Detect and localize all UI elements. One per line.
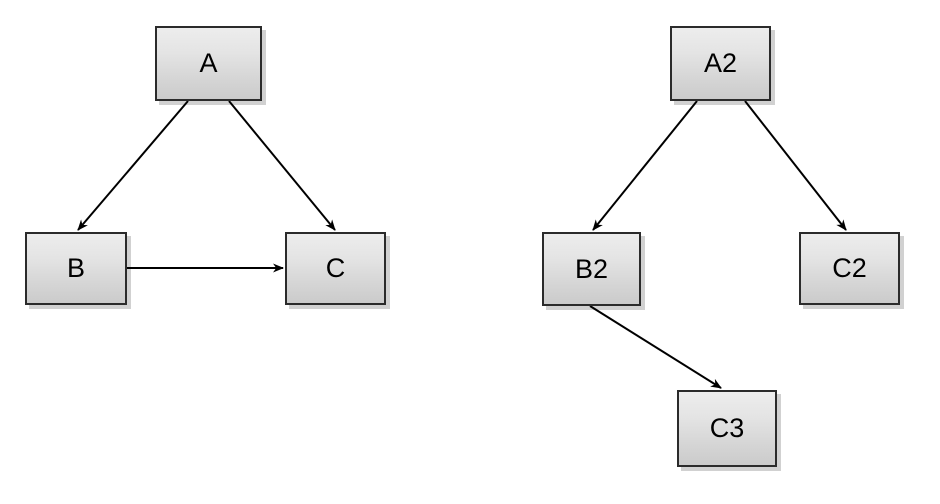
node-a[interactable]: A [155, 26, 262, 101]
node-label-c3: C3 [709, 413, 745, 443]
node-label-c2: C2 [832, 253, 867, 283]
edge-a-to-b[interactable] [77, 100, 189, 231]
node-label-a: A [199, 48, 218, 78]
edge-group [77, 100, 847, 389]
node-b2[interactable]: B2 [542, 232, 641, 306]
edge-a2-to-b2[interactable] [592, 100, 698, 231]
node-label-a2: A2 [703, 48, 738, 78]
edge-a2-to-c2[interactable] [744, 100, 847, 231]
node-label-c: C [325, 253, 346, 283]
node-c2[interactable]: C2 [799, 232, 900, 305]
node-a2[interactable]: A2 [670, 26, 771, 101]
node-c[interactable]: C [285, 232, 386, 305]
edge-b2-to-c3[interactable] [589, 305, 722, 389]
node-label-b: B [66, 253, 85, 283]
node-b[interactable]: B [25, 232, 127, 305]
edge-a-to-c[interactable] [228, 100, 336, 231]
node-label-b2: B2 [574, 253, 609, 284]
node-c3[interactable]: C3 [677, 390, 777, 467]
